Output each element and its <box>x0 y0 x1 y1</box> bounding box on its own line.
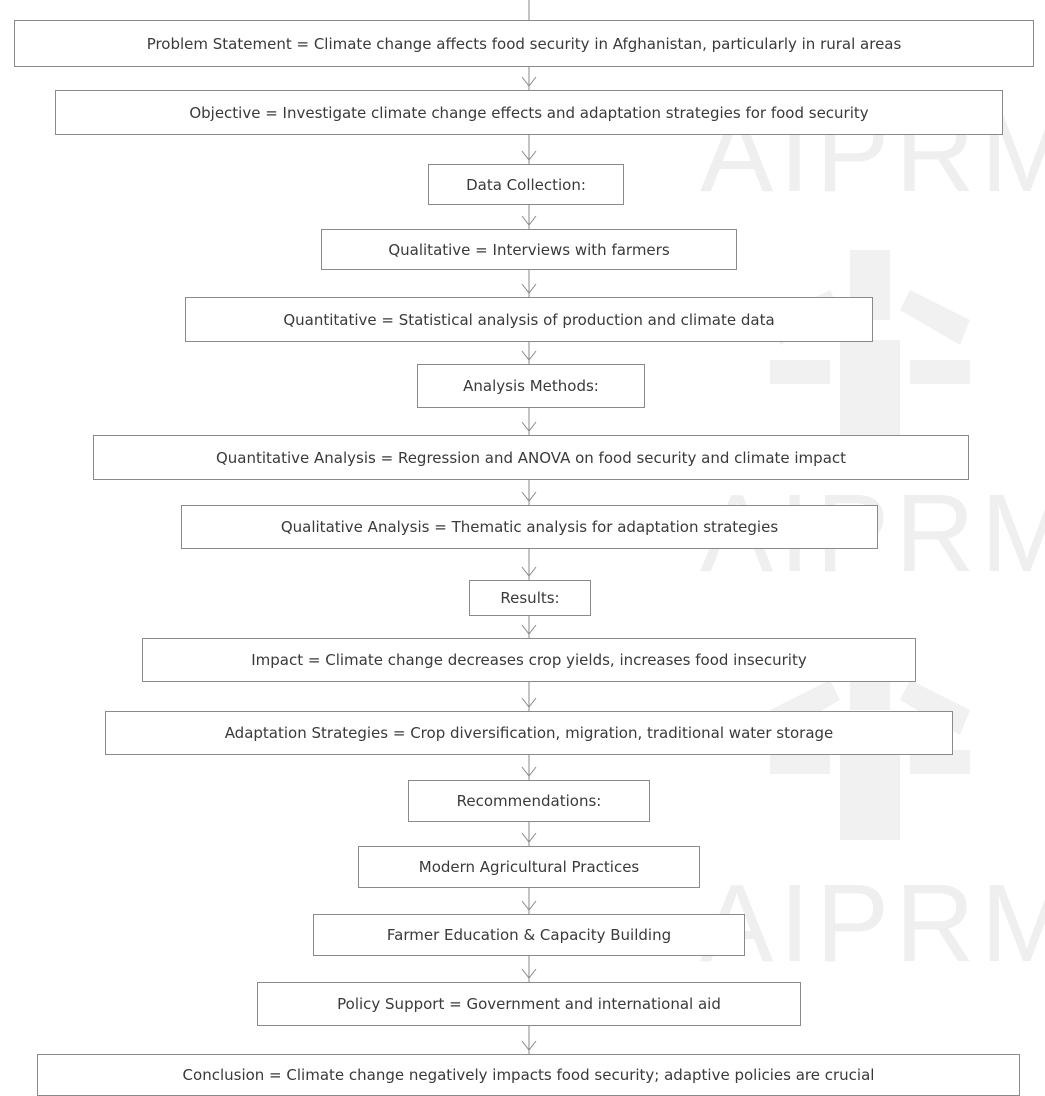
arrow-head-icon <box>521 968 537 979</box>
arrow-head-icon <box>521 76 537 87</box>
arrow-head-icon <box>521 491 537 502</box>
data-collection-box: Data Collection: <box>428 164 624 205</box>
arrow-head-icon <box>521 566 537 577</box>
arrow-head-icon <box>521 350 537 361</box>
analysis-methods-box: Analysis Methods: <box>417 364 645 408</box>
arrow-head-icon <box>521 150 537 161</box>
impact-box: Impact = Climate change decreases crop y… <box>142 638 916 682</box>
quantitative-analysis-box: Quantitative Analysis = Regression and A… <box>93 435 969 480</box>
arrow-head-icon <box>521 624 537 635</box>
adaptation-strategies-box: Adaptation Strategies = Crop diversifica… <box>105 711 953 755</box>
arrow-head-icon <box>521 832 537 843</box>
recommendations-box: Recommendations: <box>408 780 650 822</box>
farmer-education-box: Farmer Education & Capacity Building <box>313 914 745 956</box>
arrow-head-icon <box>521 900 537 911</box>
arrow-head-icon <box>521 697 537 708</box>
conclusion-box: Conclusion = Climate change negatively i… <box>37 1054 1020 1096</box>
problem-statement-box: Problem Statement = Climate change affec… <box>14 20 1034 67</box>
watermark-text-bottom: AIPRM <box>700 862 1045 985</box>
results-box: Results: <box>469 580 591 616</box>
arrow-head-icon <box>521 283 537 294</box>
arrow-head-icon <box>521 766 537 777</box>
objective-box: Objective = Investigate climate change e… <box>55 90 1003 135</box>
policy-support-box: Policy Support = Government and internat… <box>257 982 801 1026</box>
qualitative-analysis-box: Qualitative Analysis = Thematic analysis… <box>181 505 878 549</box>
quantitative-box: Quantitative = Statistical analysis of p… <box>185 297 873 342</box>
modern-agricultural-practices-box: Modern Agricultural Practices <box>358 846 700 888</box>
arrow-head-icon <box>521 1040 537 1051</box>
arrow-head-icon <box>521 421 537 432</box>
arrow-head-icon <box>521 215 537 226</box>
qualitative-box: Qualitative = Interviews with farmers <box>321 229 737 270</box>
